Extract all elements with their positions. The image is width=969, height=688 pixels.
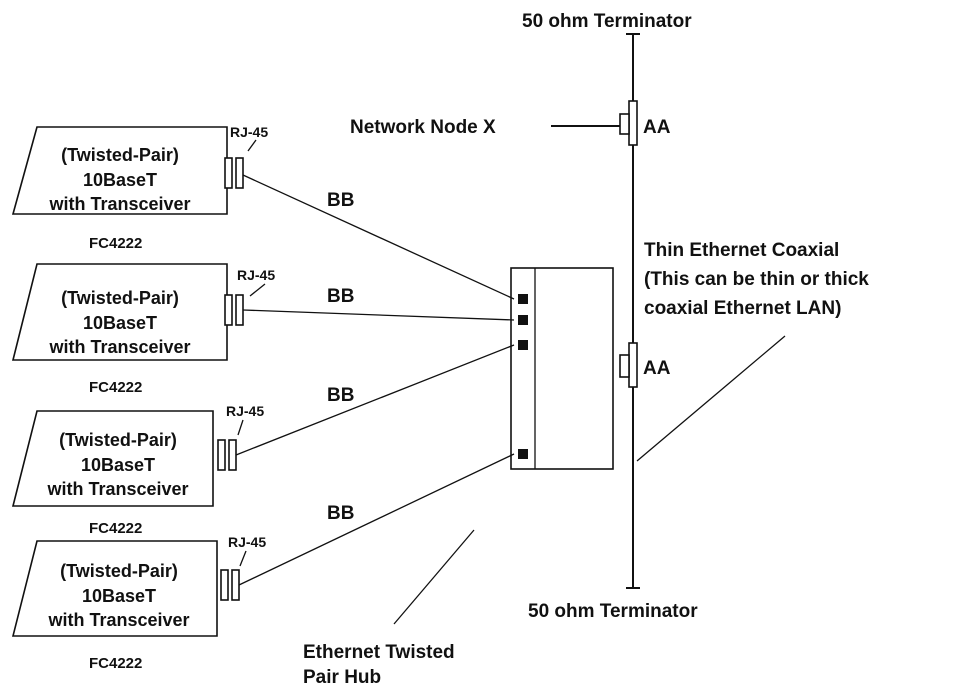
rj45-jack-3a — [217, 439, 226, 471]
coax-label-leader — [636, 335, 786, 462]
feature-code-4: FC4222 — [89, 655, 142, 672]
coax-label-line-1: Thin Ethernet Coaxial — [644, 240, 839, 261]
cable-1 — [242, 174, 515, 300]
rj45-jack-2b — [235, 294, 244, 326]
adapter-3-line-1: (Twisted-Pair) — [59, 430, 177, 450]
hub-label-line-2: Pair Hub — [303, 667, 381, 688]
aa-top-label: AA — [643, 117, 671, 138]
cable-label-4: BB — [327, 503, 354, 524]
cable-label-3: BB — [327, 385, 354, 406]
adapter-2-line-1: (Twisted-Pair) — [61, 288, 179, 308]
adapter-1-line-3: with Transceiver — [48, 194, 190, 214]
feature-code-2: FC4222 — [89, 379, 142, 396]
aa-bottom-label: AA — [643, 358, 671, 379]
terminator-bottom-label: 50 ohm Terminator — [528, 601, 698, 622]
hub-port-1 — [518, 294, 528, 304]
t-connector-top — [619, 100, 638, 146]
rj45-jack-4b — [231, 569, 240, 601]
adapter-2-line-2: 10BaseT — [83, 313, 157, 333]
feature-code-1: FC4222 — [89, 235, 142, 252]
rj45-jack-3b — [228, 439, 237, 471]
adapter-1-line-2: 10BaseT — [83, 170, 157, 190]
rj45-label-3: RJ-45 — [226, 403, 264, 419]
feature-code-3: FC4222 — [89, 520, 142, 537]
hub-port-3 — [518, 340, 528, 350]
rj45-jack-1b — [235, 157, 244, 189]
cable-label-1: BB — [327, 190, 354, 211]
adapter-3-line-2: 10BaseT — [81, 455, 155, 475]
terminator-top-label: 50 ohm Terminator — [522, 11, 692, 32]
adapter-4-line-3: with Transceiver — [47, 610, 189, 630]
rj45-jack-1a — [224, 157, 233, 189]
hub-label-line-1: Ethernet Twisted — [303, 642, 455, 663]
cable-4 — [238, 453, 515, 586]
adapter-3-line-3: with Transceiver — [46, 479, 188, 499]
t-connector-bottom — [619, 342, 638, 388]
cable-3 — [235, 344, 515, 456]
coax-label-line-2: (This can be thin or thick — [644, 269, 869, 290]
rj45-label-4: RJ-45 — [228, 534, 266, 550]
adapter-2-line-3: with Transceiver — [48, 337, 190, 357]
cable-label-2: BB — [327, 286, 354, 307]
rj45-jack-4a — [220, 569, 229, 601]
hub-port-4 — [518, 449, 528, 459]
adapter-4-line-1: (Twisted-Pair) — [60, 561, 178, 581]
hub-label-leader — [393, 529, 475, 625]
rj45-label-2: RJ-45 — [237, 267, 275, 283]
twisted-pair-hub — [510, 267, 614, 470]
adapter-card-3: (Twisted-Pair) 10BaseT with Transceiver … — [11, 403, 264, 537]
adapter-card-2: (Twisted-Pair) 10BaseT with Transceiver … — [11, 263, 275, 396]
adapter-card-4: (Twisted-Pair) 10BaseT with Transceiver … — [11, 534, 266, 672]
cable-2 — [242, 309, 515, 321]
adapter-4-line-2: 10BaseT — [82, 586, 156, 606]
adapter-1-line-1: (Twisted-Pair) — [61, 145, 179, 165]
network-node-label: Network Node X — [350, 117, 496, 138]
coax-label-line-3: coaxial Ethernet LAN) — [644, 298, 841, 319]
rj45-jack-2a — [224, 294, 233, 326]
coax-label: Thin Ethernet Coaxial (This can be thin … — [644, 240, 869, 319]
adapter-card-1: (Twisted-Pair) 10BaseT with Transceiver … — [11, 124, 268, 252]
rj45-label-1: RJ-45 — [230, 124, 268, 140]
hub-port-2 — [518, 315, 528, 325]
